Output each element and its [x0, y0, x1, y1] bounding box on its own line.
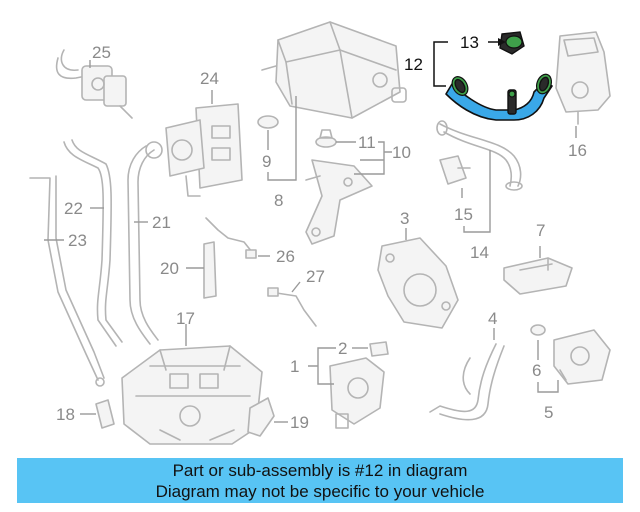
part-2-connector [369, 341, 389, 357]
leader-12 [433, 41, 448, 87]
part-11-clip [315, 129, 337, 148]
callout-13: 13 [460, 33, 479, 52]
callout-27: 27 [306, 267, 325, 286]
leader-1 [308, 347, 336, 385]
part-23-pipe [29, 175, 105, 387]
exploded-parts-diagram: 25 24 9 8 11 10 [29, 21, 611, 445]
part-14-hose [436, 120, 523, 191]
part-4-hose [429, 343, 505, 421]
callout-21: 21 [152, 213, 171, 232]
leader-27 [291, 281, 301, 293]
part-reservoir-tank [261, 21, 407, 119]
part-25-valve [55, 49, 133, 119]
callout-18: 18 [56, 405, 75, 424]
part-16-housing [555, 31, 611, 125]
callout-9: 9 [262, 152, 271, 171]
callout-22: 22 [64, 199, 83, 218]
arrow-13 [498, 38, 506, 46]
part-17-assembly [121, 345, 263, 445]
callout-3: 3 [400, 209, 409, 228]
part-7-bracket [503, 257, 573, 295]
callout-12: 12 [404, 55, 423, 74]
callout-19: 19 [290, 413, 309, 432]
part-27-sensor [267, 287, 317, 327]
callout-16: 16 [568, 141, 587, 160]
callout-6: 6 [532, 361, 541, 380]
callout-14: 14 [470, 243, 489, 262]
callout-11: 11 [358, 133, 376, 152]
callout-7: 7 [536, 221, 545, 240]
callout-26: 26 [276, 247, 295, 266]
banner-line-disclaimer: Diagram may not be specific to your vehi… [155, 482, 485, 501]
callout-20: 20 [160, 259, 179, 278]
callout-2: 2 [338, 339, 347, 358]
leader-5 [537, 380, 559, 393]
part-22-pipe [63, 139, 123, 347]
info-banner: Part or sub-assembly is #12 in diagram D… [17, 458, 623, 503]
part-19-bracket [247, 397, 275, 437]
banner-line-part: Part or sub-assembly is #12 in diagram [172, 461, 468, 480]
part-21-pipe [127, 145, 159, 345]
part-1-valve [329, 357, 385, 429]
part-3-plate [377, 237, 459, 329]
callout-15: 15 [454, 205, 473, 224]
leader-10 [354, 141, 392, 175]
leader-14 [463, 150, 491, 233]
callout-5: 5 [544, 403, 553, 422]
part-5-pump [553, 329, 611, 385]
part-9-grommet [257, 115, 279, 129]
callout-23: 23 [68, 231, 87, 250]
callout-24: 24 [200, 69, 219, 88]
part-26-sensor [205, 217, 257, 259]
callout-10: 10 [392, 143, 411, 162]
part-20-bracket [203, 241, 217, 299]
part-10-bracket [305, 159, 373, 245]
part-18-clip [95, 399, 115, 429]
callout-4: 4 [488, 309, 497, 328]
part-24-module [145, 103, 243, 197]
callout-8: 8 [274, 191, 283, 210]
part-6-seal [530, 324, 546, 336]
part-12-coolant-hose-highlighted [445, 73, 553, 121]
callout-17: 17 [176, 309, 195, 328]
callout-1: 1 [290, 357, 299, 376]
part-15-sensor [439, 155, 471, 185]
callout-25: 25 [92, 43, 111, 62]
leader-8 [267, 96, 297, 181]
